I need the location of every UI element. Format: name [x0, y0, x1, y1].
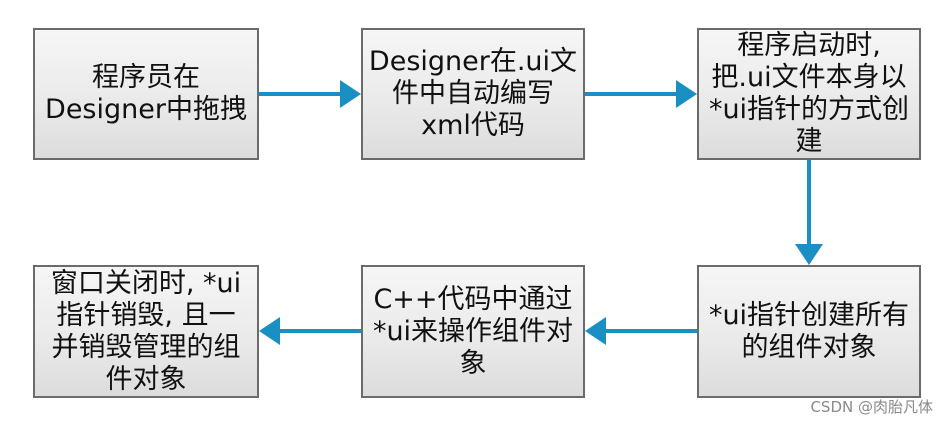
- step-3-box: 程序启动时, 把.ui文件本身以 *ui指针的方式创 建: [697, 28, 921, 160]
- arrow-step3-to-step4: [795, 160, 823, 265]
- step-2-box: Designer在.ui文 件中自动编写 xml代码: [361, 28, 585, 160]
- step-1-label: 程序员在 Designer中拖拽: [45, 62, 247, 125]
- arrow-step5-to-step6: [259, 317, 361, 345]
- step-1-box: 程序员在 Designer中拖拽: [33, 28, 259, 160]
- step-6-box: 窗口关闭时, *ui 指针销毁, 且一 并销毁管理的组 件对象: [33, 265, 259, 398]
- step-4-box: *ui指针创建所有 的组件对象: [697, 265, 921, 398]
- step-2-label: Designer在.ui文 件中自动编写 xml代码: [368, 46, 578, 141]
- watermark-text: CSDN @肉胎凡体: [810, 398, 933, 416]
- step-3-label: 程序启动时, 把.ui文件本身以 *ui指针的方式创 建: [708, 30, 910, 157]
- arrow-step1-to-step2: [259, 80, 361, 108]
- step-6-label: 窗口关闭时, *ui 指针销毁, 且一 并销毁管理的组 件对象: [50, 267, 242, 395]
- arrow-step2-to-step3: [585, 80, 697, 108]
- step-4-label: *ui指针创建所有 的组件对象: [708, 299, 910, 363]
- step-5-label: C++代码中通过 *ui来操作组件对 象: [372, 283, 574, 379]
- step-5-box: C++代码中通过 *ui来操作组件对 象: [361, 265, 585, 398]
- arrow-step4-to-step5: [585, 317, 697, 345]
